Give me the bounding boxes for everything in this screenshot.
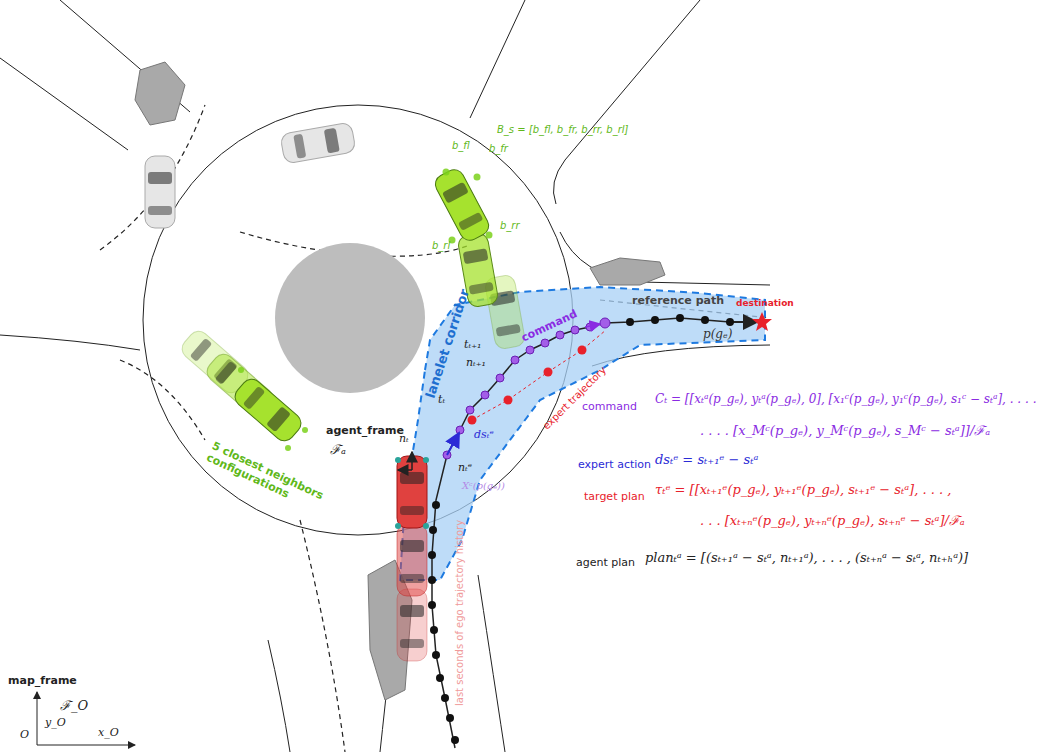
history-label: last seconds of ego trajectory history: [454, 520, 466, 706]
corner-label: b_fl: [452, 140, 470, 152]
equation: planₜᵃ = [(sₜ₊₁ᵃ − sₜᵃ, nₜ₊₁ᵃ), . . . , …: [645, 550, 968, 566]
frame-vector: nₜ₊₁: [466, 356, 486, 369]
corner-label: b_rl: [432, 240, 450, 252]
axis-label: y_O: [45, 716, 66, 729]
frame-vector: tₜ: [438, 393, 445, 406]
corner-label: b_fr: [489, 143, 508, 155]
frame-vector: nₜᵉ: [458, 461, 472, 474]
projection-symbol: Xᶜ(p(gₑ)): [462, 480, 505, 492]
axis-label: x_O: [98, 726, 119, 739]
equation-label: target plan: [584, 490, 645, 503]
path-label: reference path: [632, 294, 724, 307]
neighbors-label: 5 closest neighbors configurations: [204, 439, 328, 516]
frame-symbol: ℱₐ: [330, 442, 346, 458]
equation-label: command: [582, 400, 637, 413]
equation: τₜᵉ = [[xₜ₊₁ᵉ(p_gₑ), yₜ₊₁ᵉ(p_gₑ), sₜ₊₁ᵉ …: [655, 482, 951, 498]
equation: Cₜ = [[xₜᵃ(p_gₑ), yₜᵃ(p_gₑ), 0], [x₁ᶜ(p_…: [655, 392, 1036, 406]
equation: . . . . [x_Mᶜ(p_gₑ), y_Mᶜ(p_gₑ), s_Mᶜ − …: [700, 423, 990, 439]
equation: dsₜᵉ = sₜ₊₁ᵉ − sₜᵃ: [655, 452, 758, 468]
neighbor-bbox-vector: B_s = [b_fl, b_fr, b_rr, b_rl]: [497, 124, 628, 136]
frame-label: map_frame: [8, 674, 77, 687]
frame-label: agent_frame: [326, 424, 404, 437]
frame-symbol: ℱ_O: [60, 698, 88, 714]
origin-label: O: [20, 728, 29, 741]
equation-label: agent plan: [576, 556, 635, 569]
corner-label: b_rr: [500, 220, 520, 232]
equation: . . . [xₜ₊ₙᵉ(p_gₑ), yₜ₊ₙᵉ(p_gₑ), sₜ₊ₙᵉ −…: [700, 513, 965, 529]
action-symbol: dsₜᵉ: [474, 428, 494, 441]
equation-label: expert action: [578, 458, 651, 471]
path-symbol: p(gₑ): [703, 327, 732, 341]
destination-label: destination: [736, 298, 794, 309]
frame-vector: tₜ₊₁: [464, 338, 481, 351]
